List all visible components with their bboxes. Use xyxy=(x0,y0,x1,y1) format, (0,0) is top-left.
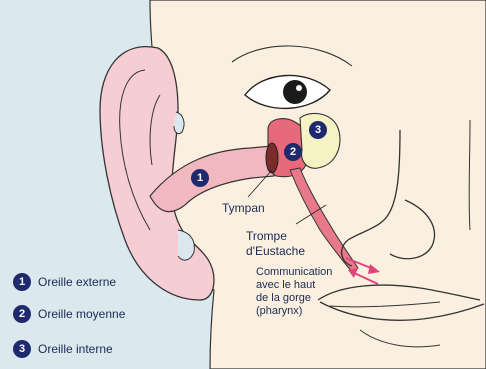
trompe-label-line2: d'Eustache xyxy=(246,244,305,258)
marker-1-number: 1 xyxy=(197,172,203,184)
marker-2-number: 2 xyxy=(290,146,296,158)
marker-1-badge: 1 xyxy=(191,169,209,187)
tympan-label: Tympan xyxy=(222,201,265,215)
legend-label-2: Oreille moyenne xyxy=(38,307,126,321)
legend-number-3: 3 xyxy=(19,343,25,355)
legend-item-3: 3 Oreille interne xyxy=(13,340,113,358)
legend-number-1: 1 xyxy=(19,276,25,288)
legend-label-3: Oreille interne xyxy=(38,342,113,356)
communication-label-line1: Communication xyxy=(256,266,332,278)
trompe-label-line1: Trompe xyxy=(246,229,287,243)
communication-label-line2: avec le haut xyxy=(256,279,315,291)
communication-label-line4: (pharynx) xyxy=(256,305,302,317)
legend: 1 Oreille externe 2 Oreille moyenne 3 Or… xyxy=(13,273,126,358)
marker-3-badge: 3 xyxy=(309,121,327,139)
communication-label-line3: de la gorge xyxy=(256,292,311,304)
eardrum-drawing xyxy=(266,143,278,173)
legend-number-2: 2 xyxy=(19,308,25,320)
marker-2-badge: 2 xyxy=(284,143,302,161)
marker-3-number: 3 xyxy=(315,124,321,136)
legend-label-1: Oreille externe xyxy=(38,275,116,289)
